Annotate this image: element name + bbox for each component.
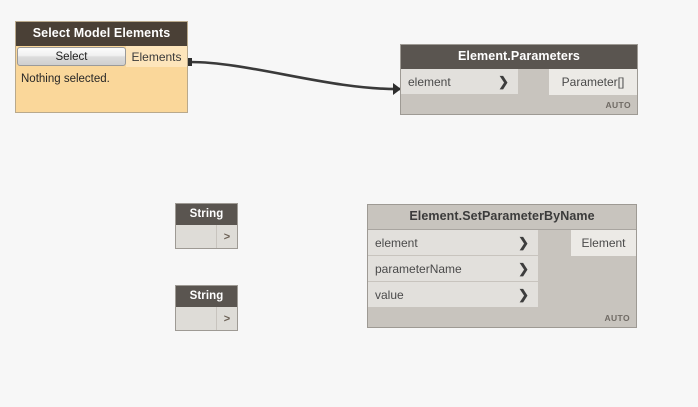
port-row: value ❯ xyxy=(368,282,636,309)
input-port-parametername[interactable]: parameterName ❯ xyxy=(368,256,538,283)
input-port-value[interactable]: value ❯ xyxy=(368,282,538,309)
node-title: String xyxy=(176,204,237,226)
port-row: element ❯ Parameter[] xyxy=(401,69,637,96)
output-port-string[interactable]: > xyxy=(217,307,237,331)
select-row: Select Elements xyxy=(16,46,187,68)
input-port-label: value xyxy=(375,287,404,302)
output-port-string[interactable]: > xyxy=(217,225,237,249)
string-value-input[interactable] xyxy=(176,225,217,249)
node-footer: AUTO xyxy=(368,308,636,328)
node-string-2[interactable]: String > xyxy=(175,285,238,332)
chevron-right-icon: ❯ xyxy=(518,235,529,251)
port-area: element ❯ Element parameterName ❯ value … xyxy=(368,230,636,309)
chevron-right-icon: ❯ xyxy=(518,261,529,277)
input-port-label: parameterName xyxy=(375,261,462,276)
node-element-parameters[interactable]: Element.Parameters element ❯ Parameter[]… xyxy=(400,44,638,116)
output-port-parameter-array[interactable]: Parameter[] xyxy=(549,69,637,96)
node-title: String xyxy=(176,286,237,308)
node-select-model-elements[interactable]: Select Model Elements Select Elements No… xyxy=(15,21,188,114)
chevron-right-icon: ❯ xyxy=(498,74,509,90)
string-value-input[interactable] xyxy=(176,307,217,331)
port-row: parameterName ❯ xyxy=(368,256,636,283)
output-port-elements[interactable]: Elements xyxy=(126,46,187,68)
node-title: Element.Parameters xyxy=(401,45,637,70)
selection-status-message: Nothing selected. xyxy=(21,73,110,86)
port-row: element ❯ Element xyxy=(368,230,636,257)
string-row: > xyxy=(176,225,237,249)
auto-run-badge: AUTO xyxy=(604,312,630,323)
input-port-element[interactable]: element ❯ xyxy=(368,230,538,257)
auto-run-badge: AUTO xyxy=(605,99,631,110)
node-body: Select Elements Nothing selected. xyxy=(16,46,187,112)
chevron-right-icon: ❯ xyxy=(518,287,529,303)
input-port-label: element xyxy=(408,74,451,89)
string-row: > xyxy=(176,307,237,331)
input-port-label: element xyxy=(375,235,418,250)
node-title: Element.SetParameterByName xyxy=(368,205,636,231)
node-title: Select Model Elements xyxy=(16,22,187,47)
wire-elements-to-element xyxy=(188,60,402,91)
port-area: element ❯ Parameter[] xyxy=(401,69,637,96)
output-port-element[interactable]: Element xyxy=(571,230,636,257)
node-string-1[interactable]: String > xyxy=(175,203,238,250)
node-element-setparameterbyname[interactable]: Element.SetParameterByName element ❯ Ele… xyxy=(367,204,637,329)
select-button[interactable]: Select xyxy=(17,47,126,67)
input-port-element[interactable]: element ❯ xyxy=(401,69,518,96)
node-footer: AUTO xyxy=(401,95,637,115)
